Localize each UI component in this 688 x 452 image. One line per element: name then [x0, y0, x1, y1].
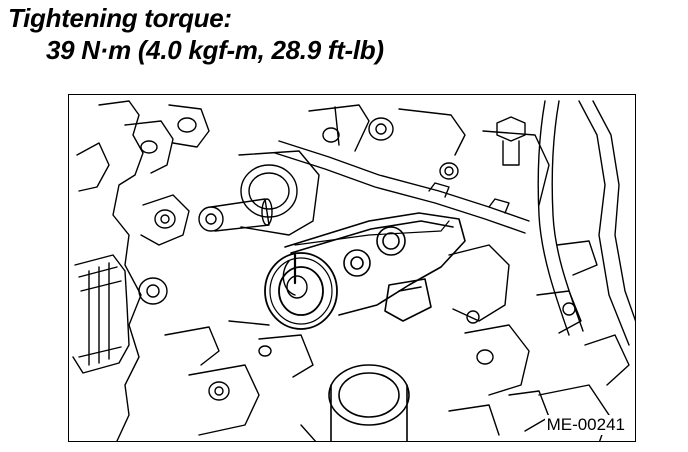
figure-code: ME-00241 [544, 415, 627, 435]
cover-rail [274, 140, 530, 234]
engine-illustration [72, 100, 635, 441]
torque-title: Tightening torque: [8, 3, 232, 33]
pulley-upper [238, 150, 320, 236]
shaft-stud [198, 198, 273, 232]
torque-value: 39 N·m (4.0 kgf-m, 28.9 ft-lb) [46, 35, 384, 65]
tensioner-bracket [284, 212, 466, 322]
top-right-bolt [482, 116, 550, 206]
lower-left-parts [164, 320, 314, 436]
upper-bolts [308, 104, 466, 180]
idler-pulley-lower [328, 364, 410, 441]
torque-heading: Tightening torque: 39 N·m (4.0 kgf-m, 28… [8, 2, 384, 66]
belt-tensioner [264, 252, 338, 330]
engine-block-left [76, 100, 210, 441]
right-pipes [536, 100, 635, 386]
engine-illustration-frame: ME-00241 [68, 94, 636, 442]
middle-right-parts [448, 244, 550, 432]
oil-filter [72, 254, 168, 374]
